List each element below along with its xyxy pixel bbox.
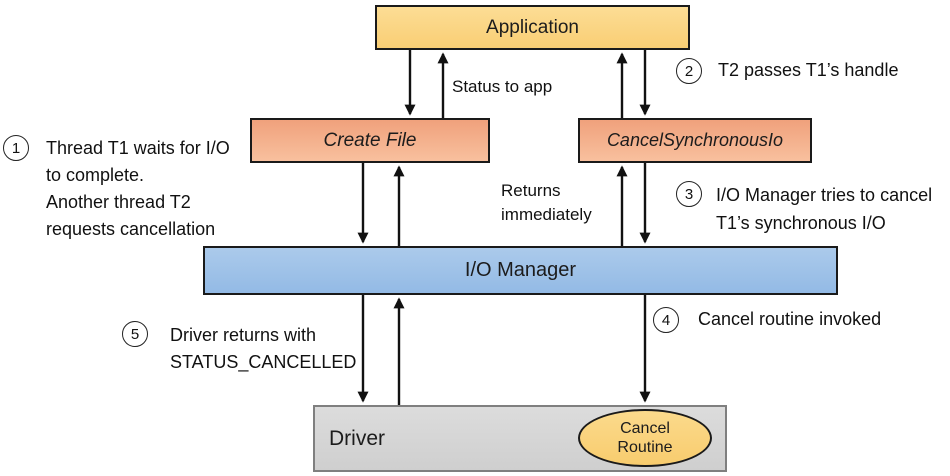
returns-immediately-label: Returns immediately <box>501 179 592 227</box>
annotation-2-number-circle: 2 <box>676 58 702 84</box>
annotation-5: 5 Driver returns with STATUS_CANCELLED <box>122 321 356 376</box>
returns-text-line1: Returns <box>501 181 561 200</box>
create-file-box: Create File <box>250 118 490 163</box>
cancel-routine-label-line2: Routine <box>617 439 673 456</box>
status-to-app-text: Status to app <box>452 77 553 96</box>
annotation-1-text: Thread T1 waits for I/O to complete. Ano… <box>46 138 230 239</box>
application-label: Application <box>486 16 579 38</box>
annotation-4: 4 Cancel routine invoked <box>653 307 881 333</box>
cancel-synchronous-io-label: CancelSynchronousIo <box>606 130 784 150</box>
annotation-5-text: Driver returns with STATUS_CANCELLED <box>170 325 357 372</box>
annotation-3: 3 I/O Manager tries to cancel T1’s synch… <box>676 181 932 237</box>
cancel-routine-label-line1: Cancel <box>620 420 670 437</box>
cancel-synchronous-io-box: CancelSynchronousIo <box>578 118 812 163</box>
annotation-5-number-circle: 5 <box>122 321 148 347</box>
annotation-2-text: T2 passes T1’s handle <box>718 60 899 80</box>
status-to-app-label: Status to app <box>452 77 552 97</box>
annotation-4-text: Cancel routine invoked <box>698 309 882 329</box>
cancel-routine-ellipse: Cancel Routine <box>578 409 712 467</box>
io-manager-label: I/O Manager <box>464 259 577 281</box>
annotation-1: 1 Thread T1 waits for I/O to complete. A… <box>3 135 230 243</box>
annotation-2: 2 T2 passes T1’s handle <box>676 58 898 84</box>
driver-label: Driver <box>329 426 385 450</box>
annotation-3-number-circle: 3 <box>676 181 702 207</box>
annotation-4-number-circle: 4 <box>653 307 679 333</box>
application-box: Application <box>375 5 690 50</box>
returns-text-line2: immediately <box>501 205 592 224</box>
annotation-3-text: I/O Manager tries to cancel T1’s synchro… <box>716 185 933 233</box>
annotation-1-number-circle: 1 <box>3 135 29 161</box>
create-file-label: Create File <box>323 129 417 151</box>
io-manager-box: I/O Manager <box>203 246 838 295</box>
